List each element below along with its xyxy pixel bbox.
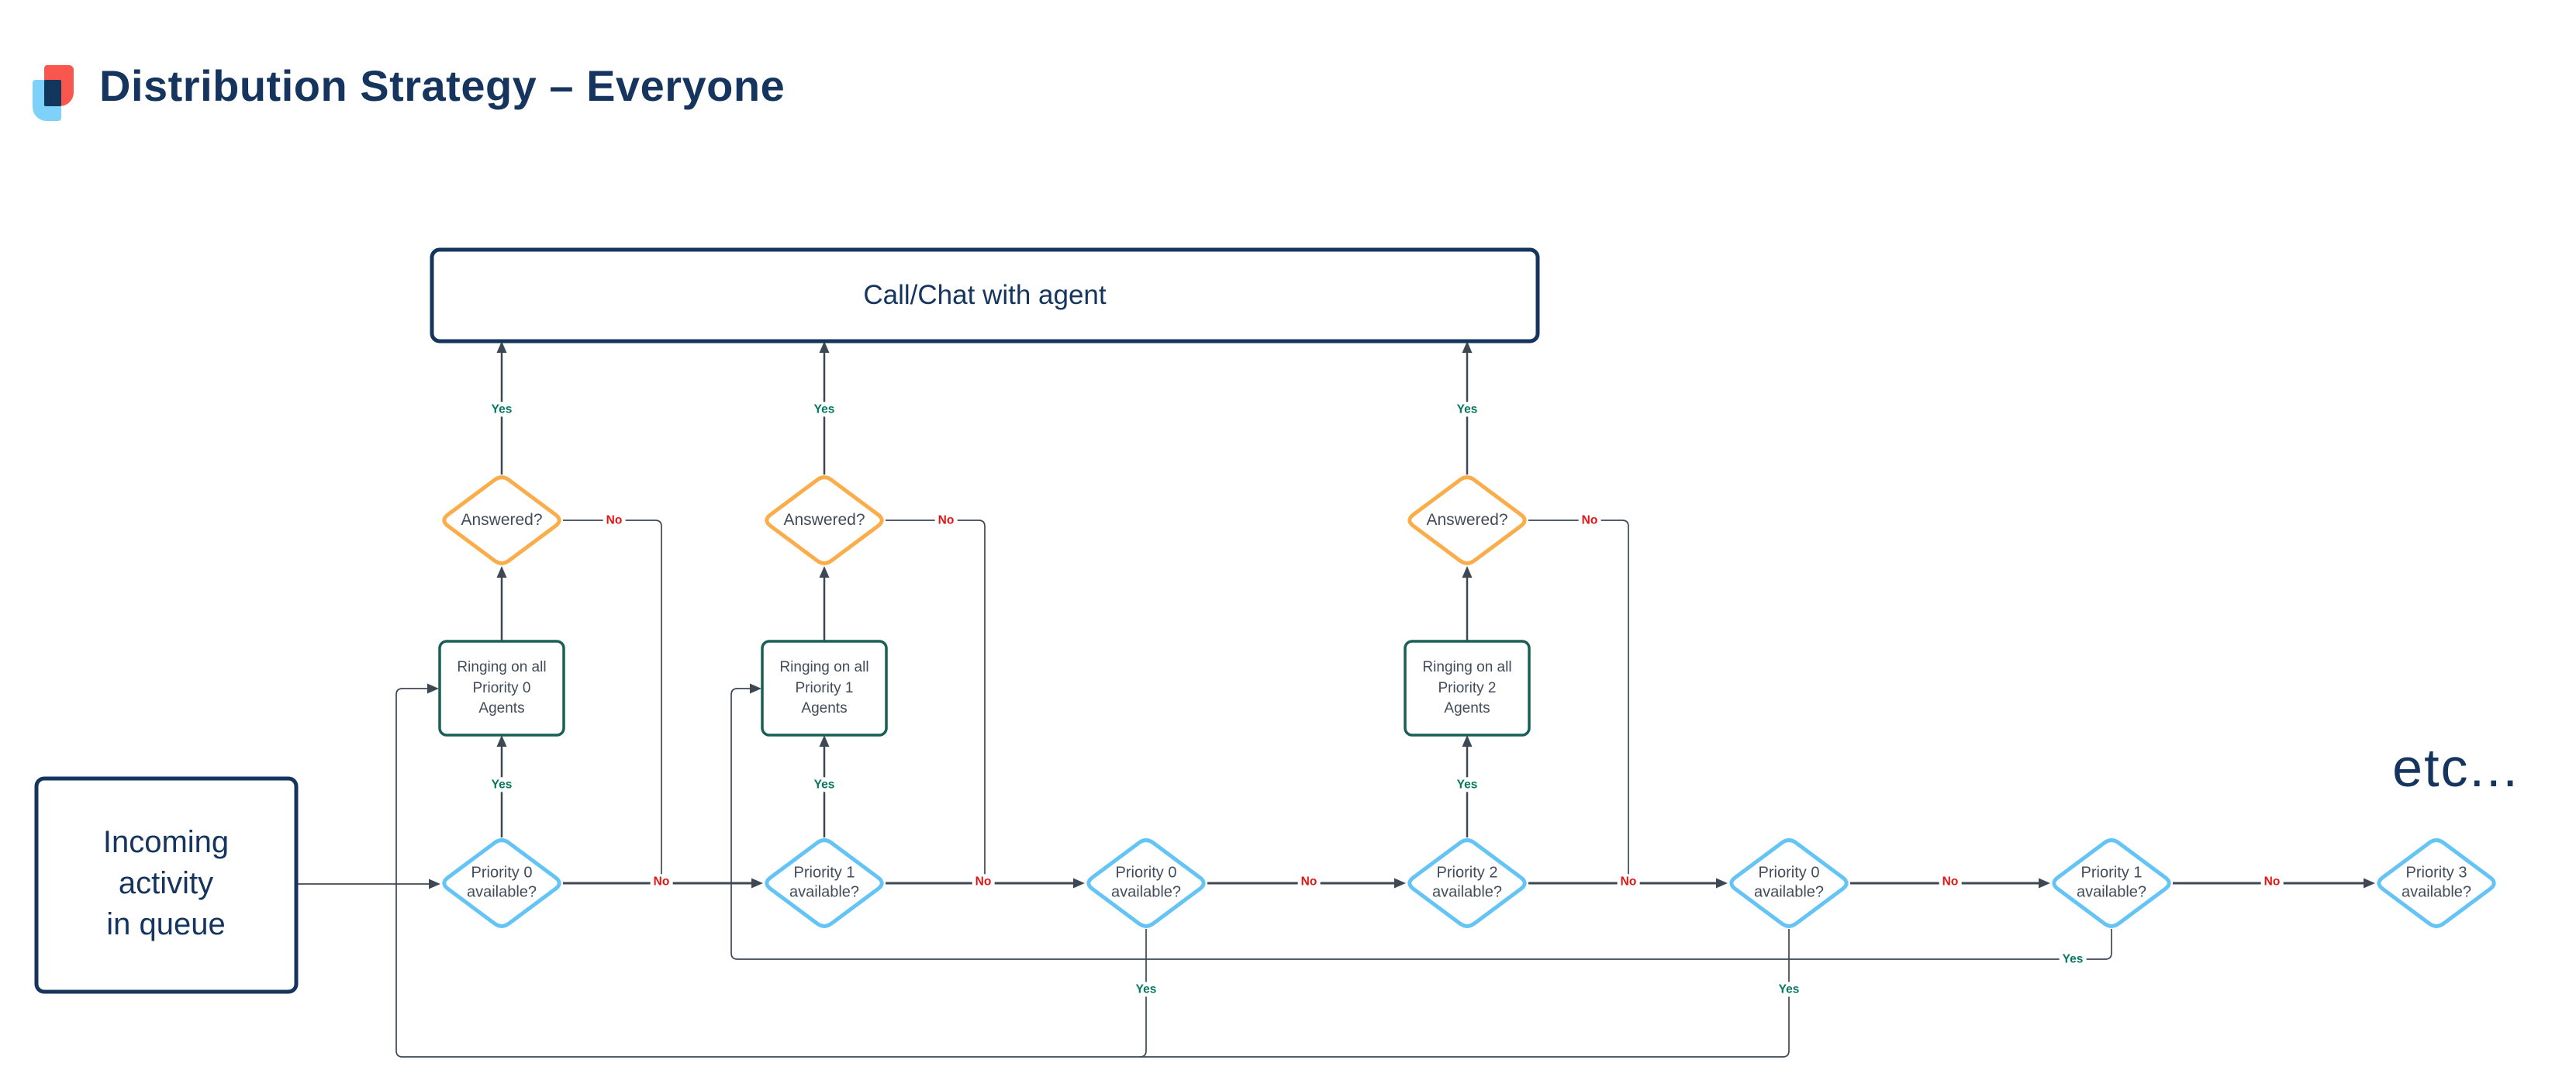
- nodes: [34, 247, 2494, 994]
- edge-p0c-yes-loop-to-ringing0: [395, 683, 1790, 1058]
- no-label-row4: No: [1617, 874, 1640, 889]
- no-label-row6: No: [2260, 874, 2284, 889]
- ringing-p0-node: [438, 640, 565, 737]
- yes-label-p1a: Yes: [810, 777, 838, 792]
- edge-p0b-yes-join-loop: [1139, 929, 1147, 1058]
- priority1-label-1: Priority 1 available?: [789, 864, 860, 901]
- page-title: Distribution Strategy – Everyone: [99, 61, 786, 110]
- ringing-p0-label: Ringing on all Priority 0 Agents: [457, 659, 547, 717]
- etc-label: etc...: [2392, 737, 2519, 798]
- ringing-p1-label: Ringing on all Priority 1 Agents: [779, 659, 869, 717]
- no-label-row3: No: [1297, 874, 1321, 889]
- answered-label-1: Answered?: [461, 511, 543, 529]
- no-label-answered1: No: [603, 513, 626, 528]
- edge-answered3-no-down: [1528, 520, 1629, 882]
- no-label-answered2: No: [934, 513, 958, 528]
- priority0-label-1: Priority 0 available?: [466, 864, 537, 901]
- call-chat-node: [430, 247, 1540, 344]
- edges: [296, 341, 2375, 1058]
- yes-label-p0b-loop: Yes: [1132, 982, 1160, 997]
- priority2-label-1: Priority 2 available?: [1431, 864, 1503, 901]
- logo-navy-shape: [44, 80, 61, 106]
- edge-answered1-no-down: [563, 520, 662, 882]
- ringing-p1-node: [761, 640, 888, 737]
- incoming-queue-node: [34, 776, 299, 994]
- yes-label-answered3: Yes: [1453, 402, 1481, 417]
- no-label-row5: No: [1939, 874, 1962, 889]
- priority1-label-2: Priority 1 available?: [2076, 864, 2147, 901]
- yes-label-p1b-loop: Yes: [2059, 951, 2087, 967]
- incoming-queue-label: Incoming activity in queue: [102, 825, 230, 942]
- no-label-row2: No: [972, 874, 995, 889]
- yes-label-p0c-loop: Yes: [1775, 982, 1803, 997]
- ringing-p2-node: [1404, 640, 1531, 737]
- priority0-label-3: Priority 0 available?: [1753, 864, 1825, 901]
- ringing-p2-label: Ringing on all Priority 2 Agents: [1422, 659, 1512, 717]
- no-label-answered3: No: [1578, 513, 1601, 528]
- priority0-label-2: Priority 0 available?: [1110, 864, 1182, 901]
- edge-p1b-yes-loop-to-ringing1: [730, 683, 2112, 960]
- answered-label-2: Answered?: [783, 511, 865, 529]
- call-chat-label: Call/Chat with agent: [863, 280, 1107, 310]
- yes-label-answered2: Yes: [810, 402, 838, 417]
- yes-label-p0a: Yes: [488, 777, 516, 792]
- priority3-label-1: Priority 3 available?: [2401, 864, 2472, 901]
- no-label-row1: No: [650, 874, 673, 889]
- yes-label-answered1: Yes: [488, 402, 516, 417]
- edge-answered2-no-down: [886, 520, 986, 882]
- yes-label-p2a: Yes: [1453, 777, 1481, 792]
- answered-label-3: Answered?: [1426, 511, 1508, 529]
- logo: [33, 65, 74, 121]
